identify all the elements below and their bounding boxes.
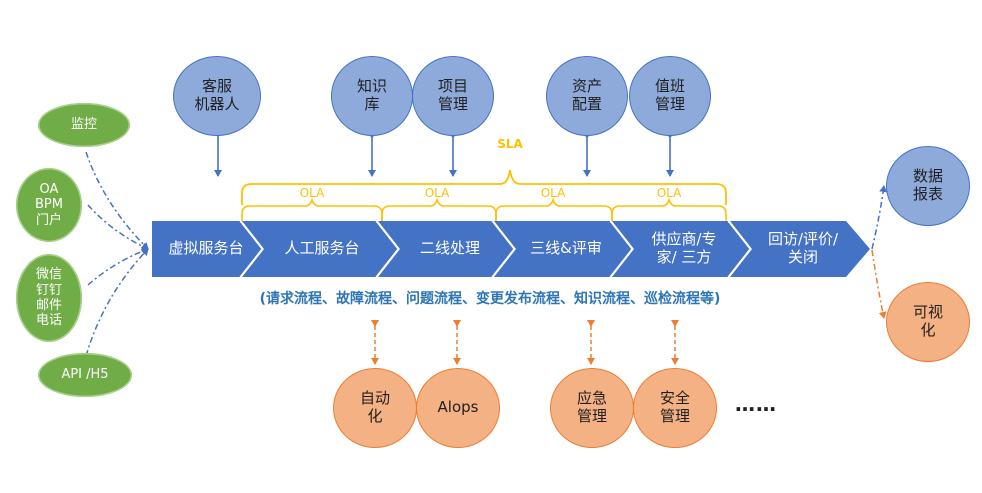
tool-automation: 自动 化 — [333, 368, 417, 448]
tool-alops: Alops — [416, 368, 500, 448]
ola-braces — [241, 197, 727, 221]
stage-manual-service-desk: 人工服务台 — [284, 239, 360, 258]
stage-chevron-4 — [494, 221, 632, 277]
source-arrow-2 — [87, 204, 149, 251]
source-im-mail-phone: 微信 钉钉 邮件 电话 — [16, 254, 82, 342]
ola-brace-4 — [611, 197, 727, 221]
stage-second-line: 二线处理 — [419, 239, 480, 258]
resource-duty-management: 值班 管理 — [629, 56, 711, 136]
resource-project-management: 项目 管理 — [412, 56, 494, 136]
output-data-report: 数据 报表 — [886, 146, 970, 226]
output-visualization: 可视 化 — [886, 282, 970, 362]
tool-security-management: 安全 管理 — [633, 368, 717, 448]
output-arrow-visual — [871, 249, 887, 319]
resource-service-bot: 客服 机器人 — [173, 56, 261, 136]
ola-label-1: OLA — [299, 185, 325, 200]
source-arrows — [85, 151, 149, 357]
stage-feedback-close: 回访/评价/ 关闭 — [767, 230, 839, 266]
ola-brace-3 — [495, 197, 613, 221]
source-arrow-3 — [87, 247, 149, 286]
output-arrows — [871, 185, 888, 319]
resource-arrows — [214, 131, 674, 177]
source-api-h5: API /H5 — [38, 353, 132, 397]
stage-chevron-5 — [612, 221, 750, 277]
more-tools-ellipsis: …… — [735, 392, 777, 417]
source-monitoring: 监控 — [38, 103, 130, 147]
stage-virtual-service-desk: 虚拟服务台 — [168, 239, 244, 258]
source-arrow-1 — [85, 151, 149, 250]
stage-chevron-3 — [378, 221, 514, 277]
resource-asset-config: 资产 配置 — [546, 56, 628, 136]
stage-chevron-2 — [242, 221, 398, 277]
source-arrow-4 — [85, 248, 149, 357]
ola-label-2: OLA — [424, 185, 450, 200]
sla-label: SLA — [497, 136, 523, 151]
process-caption: (请求流程、故障流程、问题流程、变更发布流程、知识流程、巡检流程等) — [259, 290, 721, 307]
stage-chevron-1 — [152, 221, 262, 277]
ola-brace-1 — [241, 197, 383, 221]
output-arrow-report — [871, 185, 888, 250]
ola-label-3: OLA — [540, 185, 566, 200]
resource-knowledge-base: 知识 库 — [331, 56, 413, 136]
stage-vendor-expert: 供应商/专 家/ 三方 — [651, 230, 717, 266]
sla-brace — [241, 169, 727, 205]
ola-brace-2 — [381, 197, 497, 221]
tool-emergency-management: 应急 管理 — [550, 368, 634, 448]
source-oa-bpm-portal: OA BPM 门户 — [16, 168, 82, 242]
process-chevrons — [152, 220, 870, 278]
stage-third-line-review: 三线&评审 — [530, 239, 602, 258]
tool-arrows — [371, 320, 679, 365]
ola-label-4: OLA — [656, 185, 682, 200]
stage-chevron-6 — [730, 221, 870, 277]
